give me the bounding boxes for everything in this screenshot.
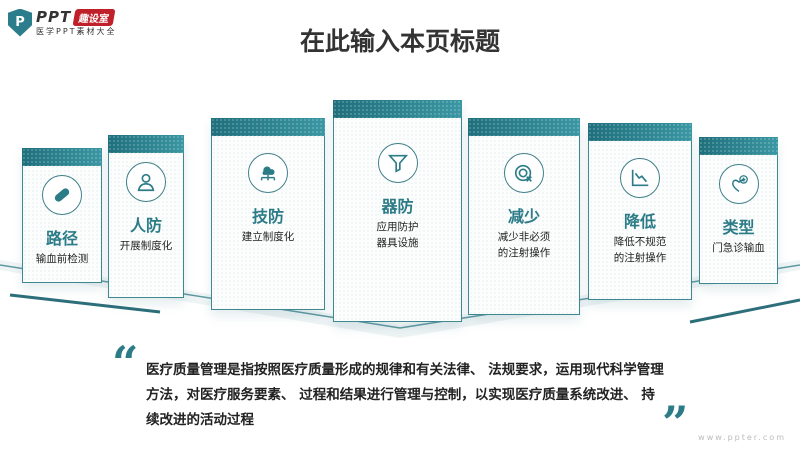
card-header-band bbox=[699, 137, 778, 155]
description-text: 医疗质量管理是指按照医疗质量形成的规律和有关法律、 法规要求，运用现代科学管理方… bbox=[146, 362, 664, 428]
card-title: 器防 bbox=[381, 197, 414, 216]
watermark: www.ppter.com bbox=[698, 433, 786, 442]
card-subtitle: 开展制度化 bbox=[119, 240, 173, 252]
logo-tagline: 医学PPT素材大全 bbox=[36, 27, 117, 36]
heart-plus-icon bbox=[718, 164, 759, 204]
card-title: 技防 bbox=[251, 207, 284, 226]
card-subtitle: 降低不规范 的注射操作 bbox=[613, 236, 667, 264]
card-subtitle: 输血前检测 bbox=[35, 253, 89, 265]
card-7: 类型 门急诊输血 bbox=[699, 137, 778, 284]
page-title: 在此输入本页标题 bbox=[299, 27, 500, 56]
card-subtitle: 减少非必须 的注射操作 bbox=[497, 231, 551, 259]
card-title: 类型 bbox=[722, 218, 755, 237]
logo-brand: PPT bbox=[36, 8, 72, 26]
card-header-band bbox=[588, 123, 692, 141]
card-2: 人防 开展制度化 bbox=[108, 135, 184, 298]
card-title: 减少 bbox=[507, 207, 540, 226]
card-4: 器防 应用防护 器具设施 bbox=[333, 100, 462, 322]
card-6: 降低 降低不规范 的注射操作 bbox=[588, 123, 692, 300]
card-header-band bbox=[22, 148, 102, 166]
card-subtitle: 建立制度化 bbox=[241, 231, 295, 243]
target-cancel-icon bbox=[504, 153, 544, 193]
card-subtitle: 应用防护 器具设施 bbox=[376, 221, 419, 249]
card-header-band bbox=[108, 135, 184, 153]
card-header-band bbox=[211, 118, 325, 136]
card-header-band bbox=[333, 100, 462, 118]
open-quote: “ bbox=[112, 336, 139, 390]
cloud-network-icon bbox=[248, 153, 288, 193]
doctor-icon bbox=[126, 162, 166, 202]
card-subtitle: 门急诊输血 bbox=[712, 242, 765, 254]
close-quote: ” bbox=[662, 396, 689, 450]
card-1: 路径 输血前检测 bbox=[22, 148, 102, 283]
card-title: 路径 bbox=[45, 229, 78, 248]
card-title: 降低 bbox=[623, 212, 656, 231]
declining-chart-icon bbox=[620, 158, 660, 198]
card-title: 人防 bbox=[129, 216, 162, 235]
card-3: 技防 建立制度化 bbox=[211, 118, 325, 310]
card-header-band bbox=[468, 118, 580, 136]
card-5: 减少 减少非必须 的注射操作 bbox=[468, 118, 580, 315]
funnel-icon bbox=[377, 143, 418, 183]
pill-icon bbox=[42, 175, 82, 215]
